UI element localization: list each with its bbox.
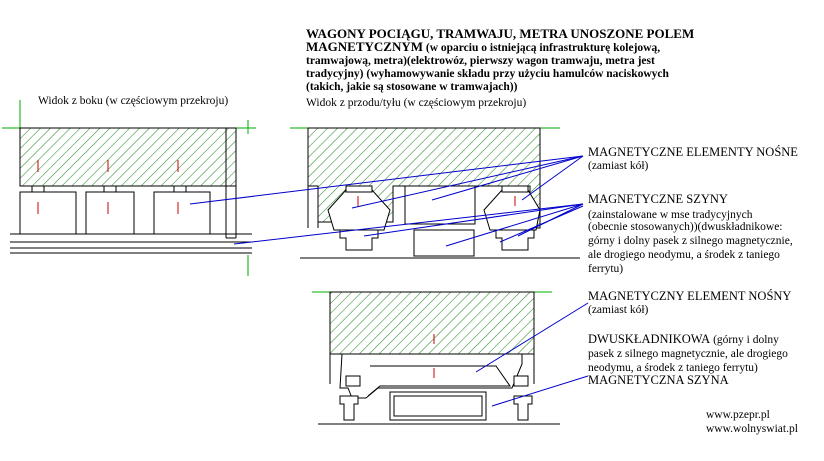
single-carrier-label-note: (zamiast kół) [588,304,649,316]
front-view-caption: Widok z przodu/tyłu (w częściowym przekr… [306,97,527,109]
front-center-box [404,185,476,225]
two-component-note-2: pasek z silnego magnetycznie, ale drogie… [588,348,788,360]
detail-rail-left [339,395,359,421]
detail-rail-cap [345,375,361,387]
leader-line [499,205,584,243]
front-rail-left [339,229,379,251]
side-carrier-mount [31,185,45,193]
side-carrier-mount [103,185,117,193]
side-view [2,100,256,276]
leader-line [233,203,584,245]
footer-url-2[interactable]: www.wolnyswiat.pl [706,423,798,435]
two-component-note-3: neodymu, a środek z taniego ferrytu) [588,362,758,374]
leader-line [521,155,584,201]
carrier-label-title: MAGNETYCZNE ELEMENTY NOŚNE [588,145,798,159]
leader-line [491,375,589,407]
diagram-title: WAGONY POCIĄGU, TRAMWAJU, METRA UNOSZONE… [306,27,706,94]
leader-line [445,203,584,247]
leader-line [189,155,584,205]
front-bottom-box [413,229,475,257]
title-line-5: (takich, jakie są stosowane w tramwajach… [306,81,518,93]
two-component-note-1: (górny i dolny [710,334,779,346]
detail-rail-cap [513,375,529,387]
front-view [290,127,580,259]
side-view-caption: Widok z boku (w częściowym przekroju) [38,95,229,107]
detail-wagon-body [329,291,535,355]
rails-label-note-2: (obecnie stosowanych))(dwuskładnikowe: [588,221,783,233]
title-line-2: MAGNETYCZNYM (w oparciu o istniejącą inf… [306,40,706,55]
rails-label-title: MAGNETYCZNE SZYNY [588,192,728,206]
leader-line [351,155,584,209]
detail-carrier-inner [367,365,511,397]
side-carrier-block [85,191,135,235]
single-carrier-label-title: MAGNETYCZNY ELEMENT NOŚNY [588,289,792,303]
leader-lines [189,155,589,407]
carrier-label-note: (zamiast kół) [588,160,649,172]
title-line-2-caps: MAGNETYCZNYM [306,39,423,54]
footer-url-1[interactable]: www.pzepr.pl [706,409,770,421]
side-carrier-block [153,191,211,235]
rails-label-note-1: (zainstalowane w mse tradycyjnych [588,209,753,221]
front-rail-right [495,229,535,251]
side-carrier-block [19,191,77,235]
rails-label-note-4: ale drogiego neodymu, a środek z taniego [588,249,780,261]
detail-rail-right [513,395,533,421]
two-component-label: DWUSKŁADNIKOWA (górny i dolny [588,333,779,347]
side-carrier-mount [173,185,187,193]
single-rail-label-title: MAGNETYCZNA SZYNA [588,373,729,387]
detail-magnetic-rail-core [393,395,483,417]
detail-view [312,291,560,425]
leader-line [475,302,589,373]
front-carrier-mount [501,185,529,193]
title-line-4: tradycyjny) (wyhamowywanie składu przy u… [306,68,669,80]
front-carrier-mount [345,185,373,193]
rails-label-note-3: górny i dolny pasek z silnego magnetyczn… [588,235,793,247]
rails-label-note-5: ferrytu) [588,263,624,275]
side-wagon-body [19,127,237,187]
title-line-2-rest: (w oparciu o istniejącą infrastrukturę k… [423,42,661,54]
title-line-3: tramwajową, metra)(elektrowóz, pierwszy … [306,55,655,67]
title-line-1: WAGONY POCIĄGU, TRAMWAJU, METRA UNOSZONE… [306,26,695,41]
leader-line [431,155,584,201]
two-component-title: DWUSKŁADNIKOWA [588,332,711,346]
leader-line [363,203,584,237]
